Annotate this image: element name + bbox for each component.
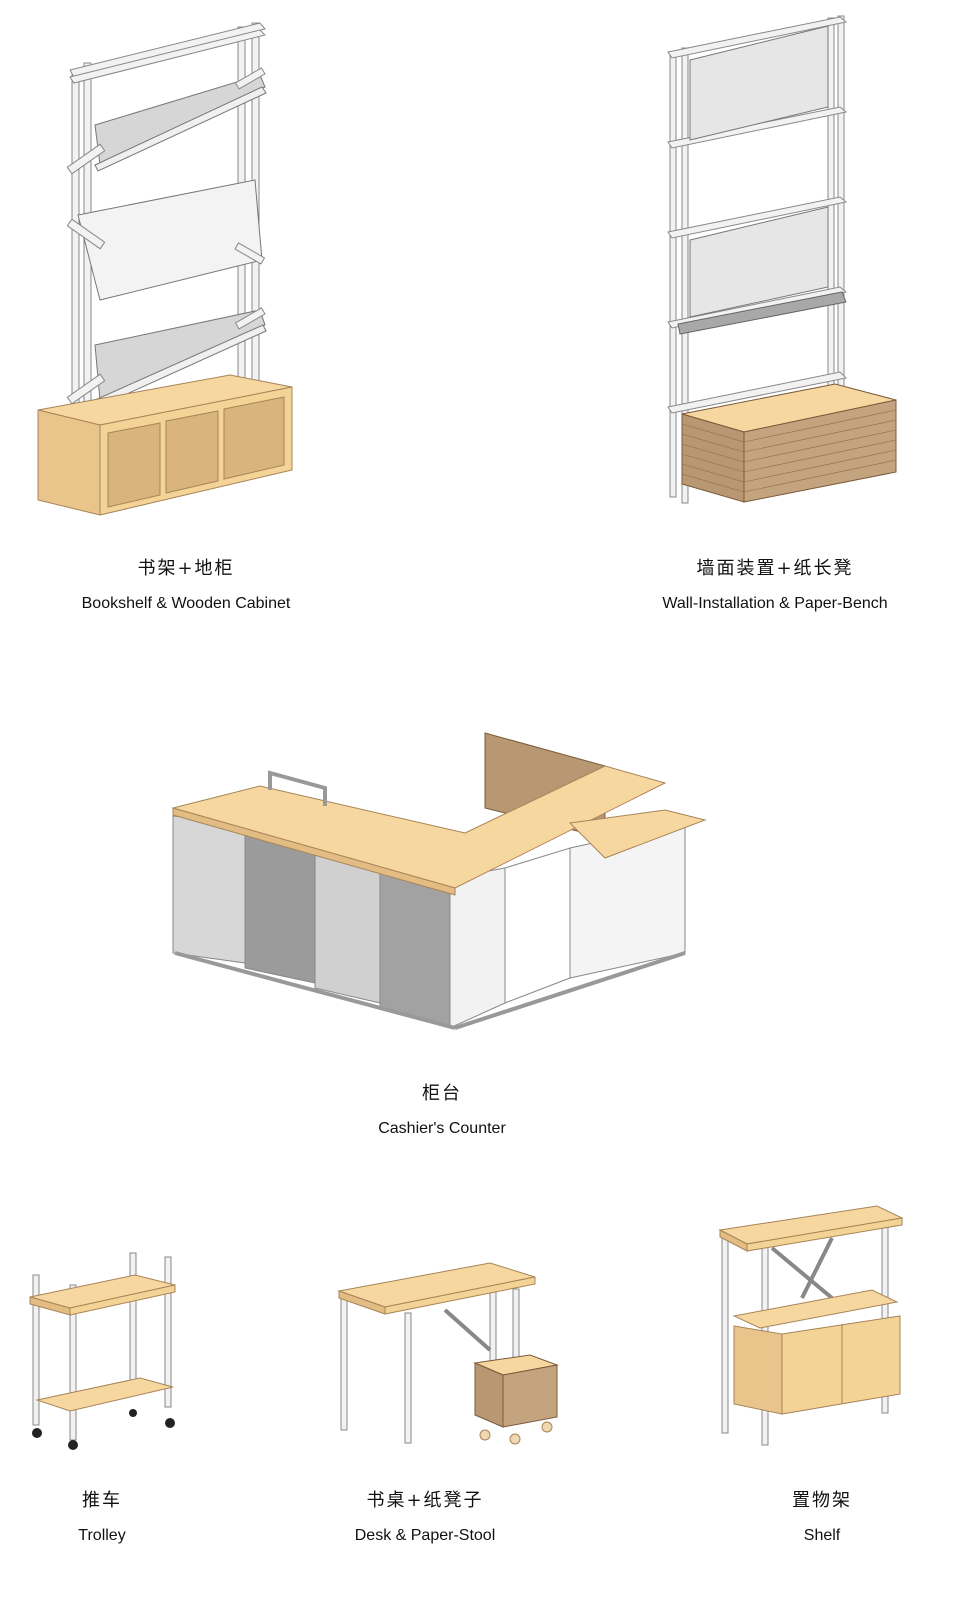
caption-desk-stool: 书桌+纸凳子 Desk & Paper-Stool [255,1490,595,1546]
caption-cn: 书桌+纸凳子 [366,1490,484,1511]
caption-cn: 书架+地柜 [137,558,235,579]
wall-installation-bench-illustration [667,15,897,504]
bookshelf-cabinet-illustration [37,22,293,516]
caption-shelf: 置物架 Shelf [652,1490,960,1546]
caption-cashier-counter: 柜台 Cashier's Counter [272,1083,612,1139]
cashier-counter-illustration [171,732,707,1030]
caption-en: Wall-Installation & Paper-Bench [662,595,888,612]
caption-en: Trolley [78,1527,126,1544]
shelf-illustration [718,1205,904,1446]
desk-stool-illustration [337,1262,559,1445]
caption-en: Cashier's Counter [378,1120,506,1137]
caption-cn: 置物架 [792,1490,852,1511]
caption-cn: 柜台 [422,1083,462,1104]
caption-trolley: 推车 Trolley [0,1490,272,1546]
caption-en: Bookshelf & Wooden Cabinet [81,595,291,612]
caption-cn: 墙面装置+纸长凳 [696,558,854,579]
caption-cn: 推车 [82,1490,122,1511]
trolley-illustration [29,1252,176,1450]
caption-en: Desk & Paper-Stool [354,1527,496,1544]
caption-bookshelf-cabinet: 书架+地柜 Bookshelf & Wooden Cabinet [16,558,356,614]
caption-en: Shelf [803,1527,841,1544]
caption-wall-installation-bench: 墙面装置+纸长凳 Wall-Installation & Paper-Bench [605,558,945,614]
